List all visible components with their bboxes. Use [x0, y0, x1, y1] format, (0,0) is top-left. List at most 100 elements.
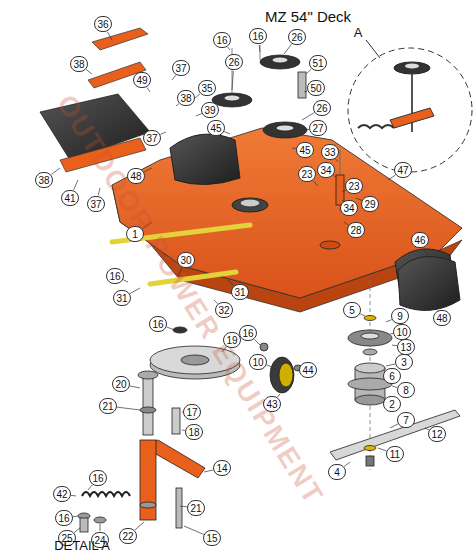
- spindle-cover: [398, 257, 460, 311]
- callout-number: 48: [127, 168, 145, 184]
- callout-number: 33: [321, 144, 339, 160]
- leader-line: [74, 180, 78, 190]
- leader-line: [266, 365, 275, 368]
- detail-leader: [366, 40, 380, 58]
- spindle-pulley: [240, 199, 260, 207]
- callout-number: 15: [203, 530, 221, 546]
- callout-number: 19: [223, 332, 241, 348]
- leader-line: [278, 394, 280, 397]
- callout-number: 4: [328, 464, 346, 480]
- callout-number: 10: [249, 354, 267, 370]
- leader-line: [259, 45, 261, 52]
- callout-number: 38: [35, 172, 53, 188]
- detail-circle: [348, 48, 472, 172]
- callout-number: 51: [309, 55, 327, 71]
- callout-number: 34: [317, 162, 335, 178]
- leader-line: [195, 94, 200, 98]
- callout-number: 34: [340, 200, 358, 216]
- anti-scalp-wheel: [260, 343, 302, 393]
- callout-number: 41: [61, 190, 79, 206]
- callout-number: 48: [433, 310, 451, 326]
- callout-number: 31: [113, 290, 131, 306]
- callout-number: 45: [296, 142, 314, 158]
- idler-pulley: [150, 327, 240, 379]
- callout-number: 5: [343, 302, 361, 318]
- callout-number: 26: [313, 100, 331, 116]
- callout-number: 10: [393, 324, 411, 340]
- callout-number: 39: [201, 102, 219, 118]
- leader-line: [390, 424, 398, 428]
- leader-line: [107, 32, 112, 40]
- belt-cover: [170, 134, 240, 184]
- spindle-assembly: [330, 280, 460, 470]
- callout-number: 9: [391, 308, 409, 324]
- leader-line: [142, 222, 152, 229]
- leader-line: [284, 44, 292, 54]
- leader-line: [98, 188, 100, 195]
- callout-number: 28: [347, 222, 365, 238]
- callout-number: 26: [225, 54, 243, 70]
- callout-number: 16: [213, 32, 231, 48]
- callout-number: 36: [94, 16, 112, 32]
- callout-number: 46: [411, 232, 429, 248]
- leader-line: [166, 327, 175, 330]
- leader-line: [172, 75, 176, 80]
- leader-line: [222, 347, 226, 352]
- callout-number: 16: [239, 325, 257, 341]
- callout-number: 22: [119, 528, 137, 544]
- callout-number: 12: [428, 426, 446, 442]
- chute-bracket: [60, 138, 146, 172]
- detail-a-parts: [358, 62, 434, 132]
- leader-line: [71, 495, 76, 497]
- callout-number: 27: [309, 120, 327, 136]
- callout-number: 16: [89, 470, 107, 486]
- callout-number: 37: [172, 60, 190, 76]
- watermark: OUTDOOR POWER EQUIPMENT: [50, 89, 330, 510]
- leader-line: [160, 132, 166, 134]
- leader-line: [117, 407, 140, 410]
- callout-number: 43: [263, 396, 281, 412]
- leader-line: [196, 114, 202, 116]
- callout-number: 38: [177, 90, 195, 106]
- callout-number: 26: [288, 29, 306, 45]
- callout-number: 21: [187, 500, 205, 516]
- callout-number: 16: [149, 316, 167, 332]
- callout-number: 42: [53, 486, 71, 502]
- callout-number: 49: [133, 72, 151, 88]
- leader-line: [228, 47, 230, 50]
- leader-line: [51, 168, 60, 175]
- callout-number: 47: [394, 162, 412, 178]
- callout-number: 44: [299, 362, 317, 378]
- leader-line: [302, 113, 314, 120]
- leader-line: [184, 526, 204, 534]
- callout-number: 32: [215, 302, 233, 318]
- callout-number: 2: [383, 396, 401, 412]
- callout-number: 50: [307, 80, 325, 96]
- callout-number: 37: [87, 196, 105, 212]
- callout-number: 14: [213, 460, 231, 476]
- callout-number: 16: [55, 510, 73, 526]
- callout-number: 16: [106, 268, 124, 284]
- detail-label: A: [354, 25, 363, 40]
- deck-hole: [320, 241, 340, 249]
- callout-number: 20: [112, 376, 130, 392]
- leader-line: [388, 175, 396, 180]
- leader-line: [130, 386, 140, 388]
- leader-line: [336, 159, 338, 162]
- leader-line: [144, 168, 152, 172]
- leader-line: [424, 248, 428, 256]
- callout-number: 23: [298, 166, 316, 182]
- callout-number: 38: [70, 56, 88, 72]
- callout-number: 23: [345, 178, 363, 194]
- callout-number: 16: [249, 28, 267, 44]
- leader-line: [130, 288, 140, 294]
- callout-number: 37: [143, 130, 161, 146]
- leader-line: [313, 181, 318, 186]
- leader-line: [74, 528, 80, 533]
- leader-line: [86, 69, 92, 74]
- leader-line: [100, 524, 101, 531]
- callout-number: 21: [99, 398, 117, 414]
- callout-number: 35: [198, 80, 216, 96]
- callout-number: 7: [397, 412, 415, 428]
